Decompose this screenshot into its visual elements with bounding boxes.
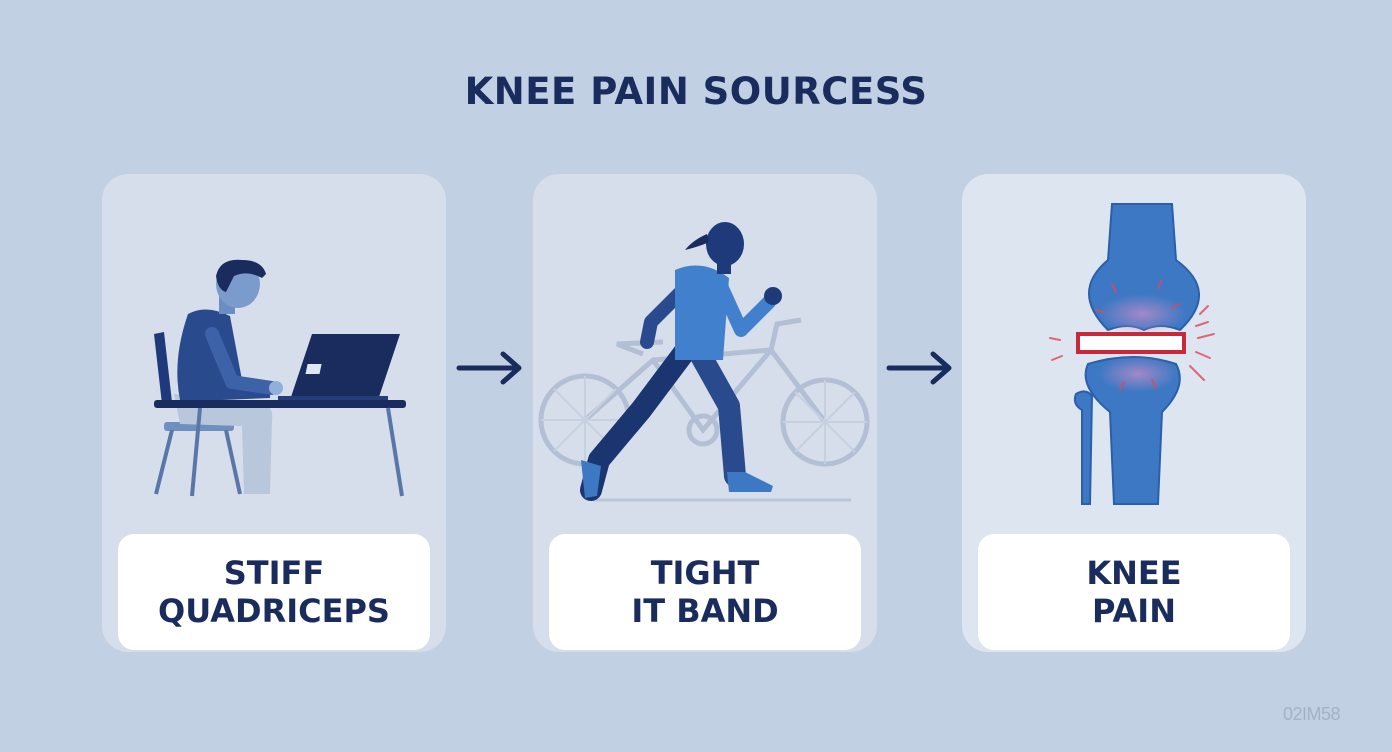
card-knee-pain: KNEE PAIN [962,174,1306,652]
card-stiff-quadriceps: STIFF QUADRICEPS [102,174,446,652]
label-line-2: IT BAND [631,592,779,630]
card-label: STIFF QUADRICEPS [118,534,430,650]
label-line-2: PAIN [1092,592,1176,630]
arrow-right-icon [456,351,522,385]
card-label: TIGHT IT BAND [549,534,861,650]
desk-worker-icon [154,259,406,497]
card-label: KNEE PAIN [978,534,1290,650]
label-line-1: STIFF [223,554,325,592]
label-line-2: QUADRICEPS [158,592,390,630]
watermark: 02IM58 [1283,704,1341,724]
knee-joint-icon [1049,203,1215,505]
card-tight-it-band: TIGHT IT BAND [533,174,877,652]
label-line-1: TIGHT [650,554,760,592]
label-line-1: KNEE [1086,554,1182,592]
diagram-title: KNEE PAIN SOURCESS [464,70,928,113]
runner-cyclist-icon [538,222,870,502]
arrow-right-icon [886,351,952,385]
